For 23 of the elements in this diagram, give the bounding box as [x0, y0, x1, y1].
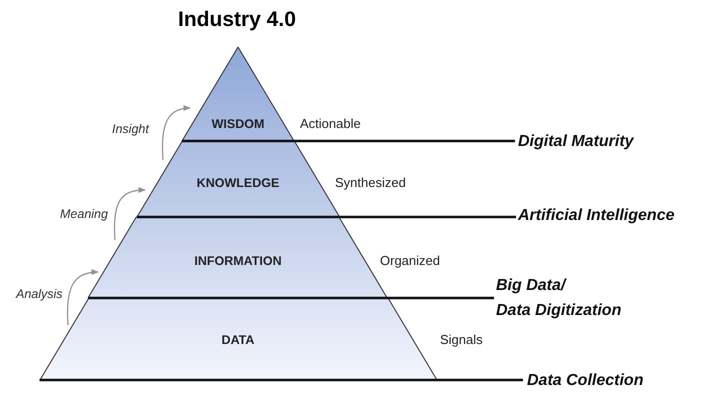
- layer-label: DATA: [222, 333, 254, 347]
- curved-arrow: [114, 187, 146, 240]
- edge-label: Meaning: [60, 207, 108, 221]
- edge-label: Analysis: [16, 287, 63, 301]
- connector-line: [88, 296, 494, 300]
- layer-description: Synthesized: [335, 175, 406, 190]
- layer-label: KNOWLEDGE: [196, 176, 280, 190]
- connector-line: [136, 216, 516, 218]
- layer-label: INFORMATION: [194, 254, 282, 268]
- connector-line: [182, 140, 515, 142]
- layer-description: Organized: [380, 253, 440, 268]
- layer-description: Signals: [440, 332, 483, 347]
- curved-arrow: [66, 269, 99, 326]
- diagram-title: Industry 4.0: [178, 8, 296, 32]
- edge-label: Insight: [112, 122, 149, 136]
- layer-label: WISDOM: [212, 117, 264, 131]
- stage-label: Digital Maturity: [518, 129, 634, 154]
- curved-arrow: [162, 105, 191, 160]
- stage-label: Data Collection: [527, 368, 644, 393]
- layer-description: Actionable: [300, 116, 361, 131]
- connector-line: [40, 378, 523, 382]
- stage-label: Big Data/ Data Digitization: [496, 273, 622, 323]
- stage-label: Artificial Intelligence: [518, 203, 674, 228]
